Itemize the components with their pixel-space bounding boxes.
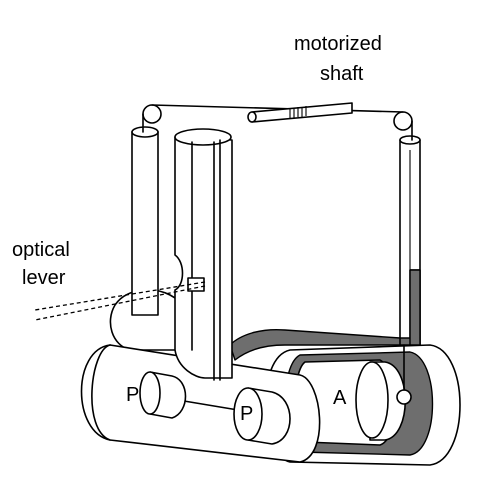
right-tube	[399, 135, 421, 400]
piston-left-label: P	[126, 384, 139, 406]
left-tube	[131, 126, 159, 316]
piston-left	[139, 371, 187, 419]
pulley-left	[142, 104, 162, 124]
optical-label-line2: lever	[22, 267, 66, 289]
optical-beam-upper	[34, 281, 206, 311]
optical-beam-lower	[34, 285, 206, 321]
motor-label-line1: motorized	[294, 33, 382, 55]
center-tube	[174, 128, 233, 381]
piston-right	[355, 361, 407, 441]
pulley-bottom	[396, 389, 412, 405]
motor-label-line2: shaft	[320, 63, 364, 85]
motorized-shaft	[247, 102, 353, 123]
piston-middle	[233, 387, 291, 445]
optical-label-line1: optical	[12, 239, 70, 261]
piston-right-label: A	[333, 387, 347, 409]
pulley-right	[393, 111, 413, 131]
piston-middle-label: P	[240, 403, 253, 425]
cable	[142, 104, 413, 391]
